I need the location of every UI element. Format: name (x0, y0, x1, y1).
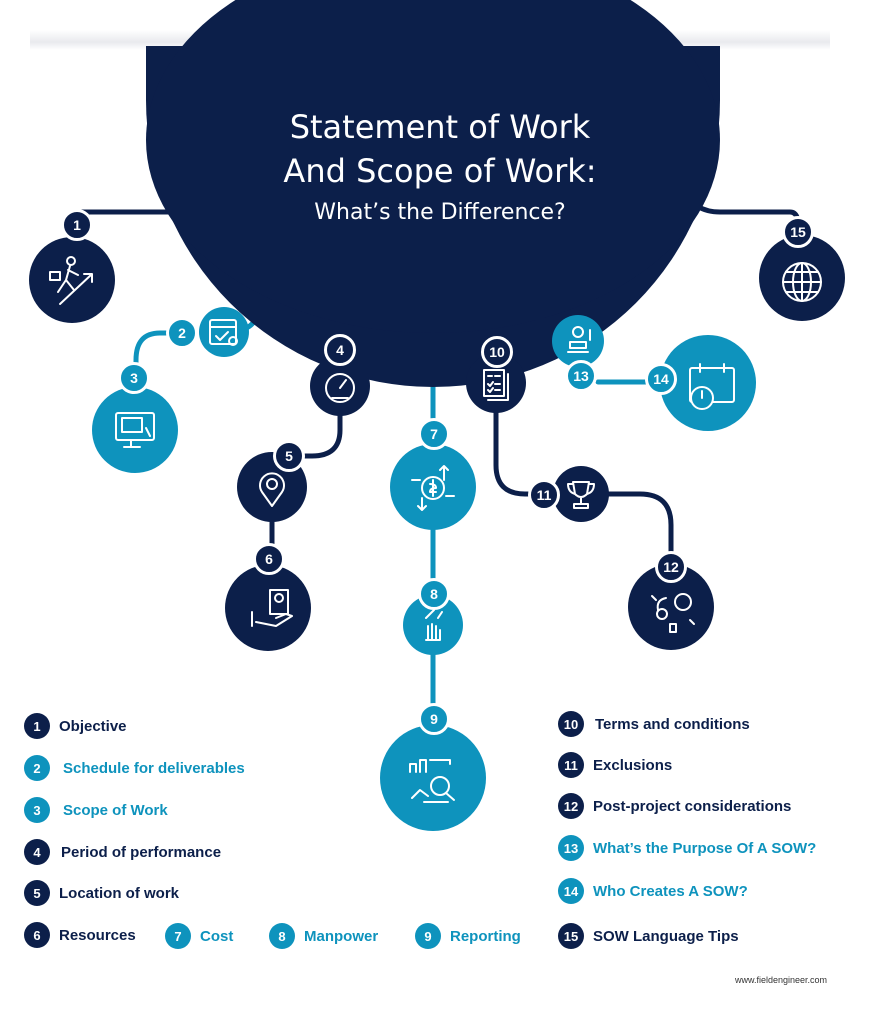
badge-12: 12 (655, 551, 687, 583)
trophy-icon (567, 481, 595, 509)
badge-7: 7 (418, 418, 450, 450)
badge-3: 3 (118, 362, 150, 394)
badge-8: 8 (418, 578, 450, 610)
businessman-climbing-growth-icon (49, 256, 93, 305)
badge-15: 15 (782, 216, 814, 248)
badge-10: 10 (481, 336, 513, 368)
subtitle: What’s the Difference? (314, 200, 566, 225)
checklist-document-icon (483, 369, 509, 401)
person-laptop-icon (567, 326, 591, 353)
badge-5: 5 (273, 440, 305, 472)
hand-gesture-icon (425, 609, 443, 641)
badge-9: 9 (418, 703, 450, 735)
badge-1: 1 (61, 209, 93, 241)
title-line-1: Statement of Work (289, 108, 591, 146)
badge-2: 2 (166, 317, 198, 349)
footer-url: www.fieldengineer.com (735, 975, 828, 985)
calendar-clock-icon (689, 363, 735, 410)
location-pin-icon (259, 472, 285, 507)
calendar-check-icon (209, 319, 238, 346)
globe-icon (782, 262, 822, 302)
speedometer-icon (325, 373, 355, 403)
badge-6: 6 (253, 543, 285, 575)
badge-14: 14 (645, 363, 677, 395)
monitor-click-icon (115, 412, 155, 448)
title-line-2: And Scope of Work: (283, 152, 597, 190)
money-exchange-icon (411, 465, 455, 511)
report-analysis-icon (409, 759, 455, 803)
hand-documents-icon (251, 589, 293, 627)
badge-13: 13 (565, 360, 597, 392)
lightbulb-gears-icon (651, 593, 695, 633)
badge-11: 11 (528, 479, 560, 511)
badge-4: 4 (324, 334, 356, 366)
